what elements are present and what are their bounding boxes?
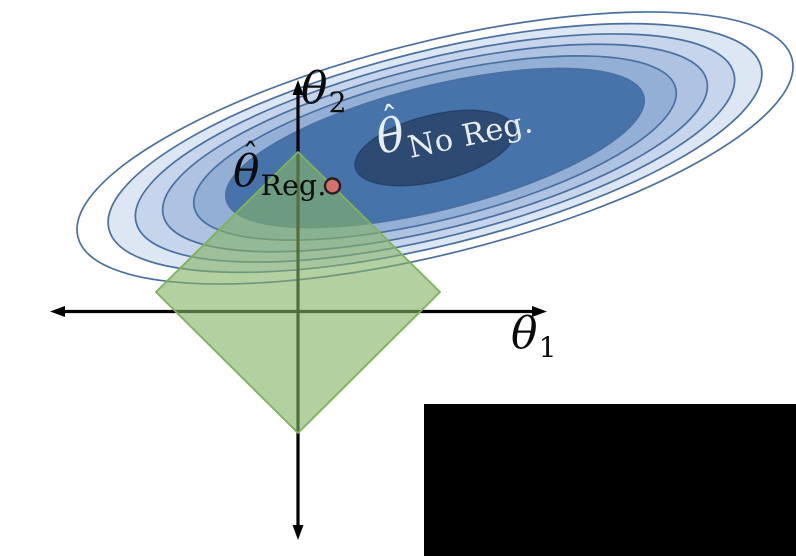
redaction-rectangle [424,404,796,556]
theta-reg-symbol: θ [233,146,260,197]
hat-accent: ˆ [242,137,259,174]
theta1-axis-label: θ1 [511,312,557,362]
loss-minimum-core [354,109,516,187]
axis-arrowhead [292,80,304,95]
regularized-optimum-dot [323,177,342,195]
axis-arrowhead [532,306,547,317]
theta1-subscript: 1 [538,331,557,364]
axis-arrowhead [50,306,65,317]
theta2-subscript: 2 [328,86,347,119]
theta1-symbol: θ [511,308,538,359]
theta2-axis-label: θ2 [301,67,347,117]
theta-reg-subscript: Reg. [260,169,327,202]
theta2-symbol: θ [301,63,328,114]
axis-arrowhead [292,525,304,540]
l1-constraint-diamond [155,151,441,434]
